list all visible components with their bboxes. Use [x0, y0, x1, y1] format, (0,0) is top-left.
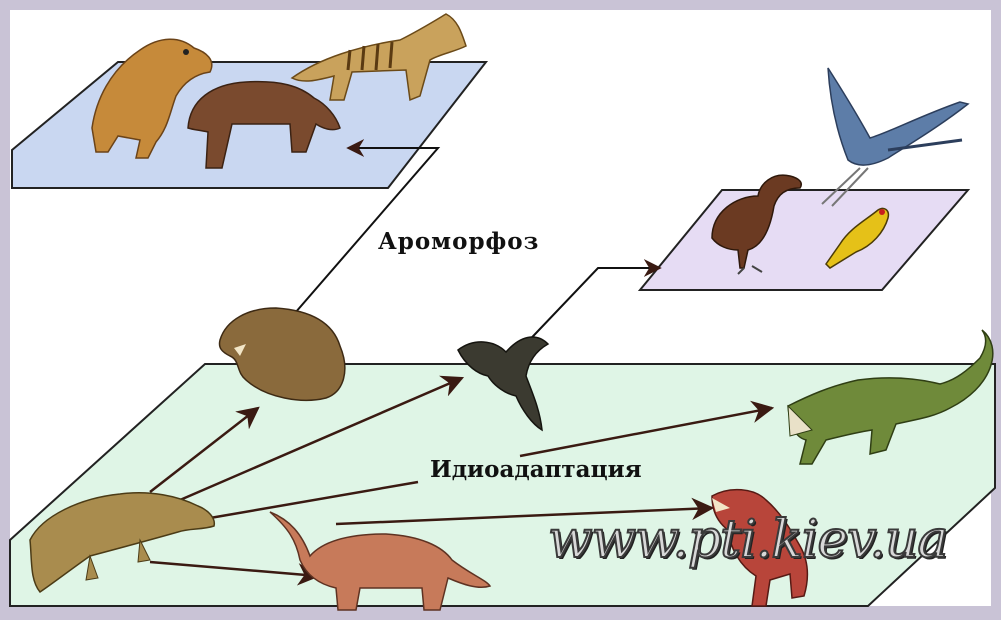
- watermark: www.pti.kiev.ua: [548, 510, 947, 570]
- aromorphosis-label: Ароморфоз: [378, 228, 539, 255]
- idioadaptation-label: Идиоадаптация: [430, 456, 642, 483]
